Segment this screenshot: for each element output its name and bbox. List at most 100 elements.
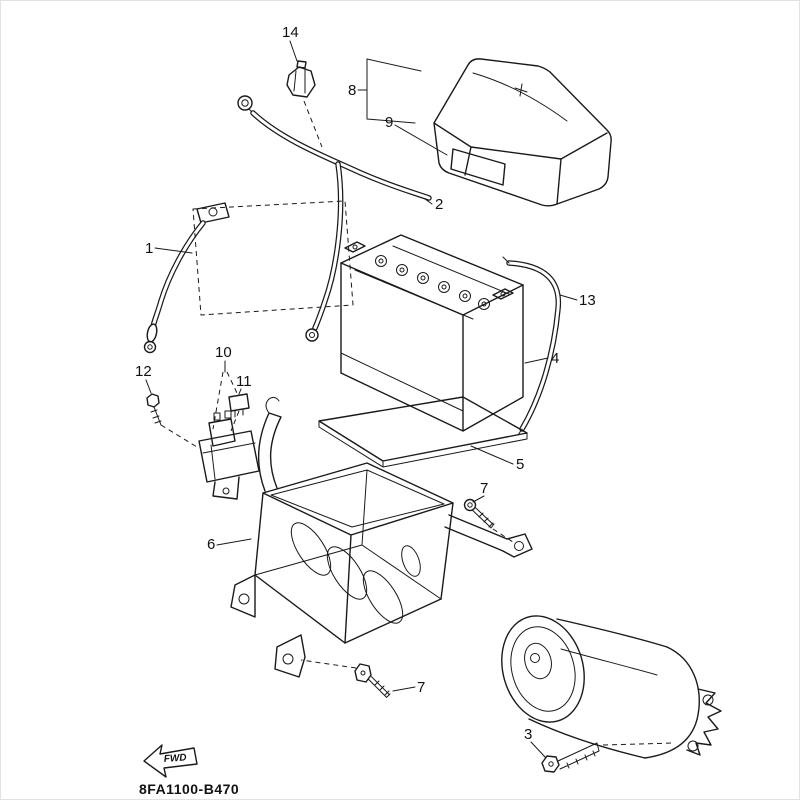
relay-upper-block — [208, 418, 236, 447]
cell-cap — [438, 281, 450, 293]
part-labels: 14 8 9 2 1 13 4 5 12 10 11 6 7 7 3 — [135, 24, 596, 743]
screw7a-head-center — [467, 502, 473, 508]
leader-12 — [145, 379, 152, 394]
tray-walls — [254, 492, 454, 644]
fwd-arrow-label: FWD — [163, 752, 186, 765]
battery-cover — [433, 58, 612, 207]
cover-recess — [450, 148, 506, 186]
tray-foot-hole — [282, 653, 294, 665]
assembly-dashed-lines — [160, 100, 674, 746]
battery-edges — [340, 262, 524, 432]
tray-slot-3 — [362, 570, 404, 624]
positive-battery-cable — [237, 95, 432, 342]
part-label-13: 13 — [579, 292, 596, 309]
cover-ridge — [472, 72, 568, 122]
cover-top-edge — [433, 122, 608, 160]
bolt3-shaft — [557, 742, 600, 770]
cable1-run-core — [151, 221, 205, 329]
relay-terminal-a — [213, 412, 221, 421]
bolt3-head-center — [548, 761, 554, 767]
screw-7-lower — [354, 663, 391, 698]
tray-slot-1 — [290, 522, 332, 576]
part-label-5: 5 — [516, 456, 524, 473]
cable1-group-box — [192, 200, 354, 316]
tray-right-tab — [502, 533, 533, 558]
part-label-1: 1 — [145, 240, 153, 257]
cell-cap-dot — [441, 284, 447, 290]
battery-level-line — [340, 352, 464, 412]
motor-ear-hole-top — [702, 694, 714, 706]
screw7b-head-center — [360, 670, 366, 676]
part-label-2: 2 — [435, 196, 443, 213]
leader-9 — [394, 124, 448, 156]
cell-cap — [478, 298, 490, 310]
dash-10-to-11 — [226, 371, 238, 394]
battery-cap-strip — [354, 245, 510, 320]
part-label-14: 14 — [282, 24, 299, 41]
tray-interior — [254, 469, 442, 600]
part-label-9: 9 — [385, 114, 393, 131]
leader-11 — [238, 388, 242, 395]
cable-clamp-14 — [286, 60, 316, 98]
tray-slot-2 — [326, 546, 368, 600]
part-label-4: 4 — [551, 350, 559, 367]
clamp-detail — [293, 69, 306, 94]
tray-left-arm-hook — [265, 396, 280, 414]
tray-left-flange-hole — [238, 593, 250, 605]
part-label-7-lower: 7 — [417, 679, 425, 696]
dash-11-to-relay — [230, 410, 240, 432]
band-run-core — [507, 261, 560, 431]
band-hook-top — [502, 256, 510, 264]
cable2-branch-core — [313, 162, 343, 330]
dash-7a-to-tab — [492, 528, 514, 543]
part-label-7-upper: 7 — [480, 480, 488, 497]
tray-left-arm — [257, 412, 282, 492]
cell-cap — [417, 272, 429, 284]
dash-14-to-cable — [303, 100, 323, 148]
leader-4 — [524, 357, 549, 364]
part-11-legs — [234, 408, 244, 418]
plate-top — [318, 396, 528, 462]
motor-flange-fingers — [686, 688, 722, 756]
cell-cap-dot — [378, 258, 384, 264]
motor-drive-end — [644, 646, 700, 759]
dash-7b-to-foot — [300, 659, 357, 669]
leader-2 — [424, 198, 433, 205]
cell-cap — [396, 264, 408, 276]
part-label-8: 8 — [348, 82, 356, 99]
cable1-boot — [146, 323, 158, 343]
cable1-run — [150, 220, 206, 330]
cable2-ring-hole — [241, 99, 249, 107]
dash-12-to-relay — [160, 424, 198, 448]
tray-right-tab-hole — [514, 541, 524, 551]
diagram-code: 8FA1100-B470 — [139, 781, 239, 797]
battery-plate — [318, 396, 528, 468]
part-label-12: 12 — [135, 363, 152, 380]
cable2-run-core — [251, 111, 431, 200]
cell-cap — [459, 290, 471, 302]
leader-7-lower — [392, 686, 416, 692]
cable1-ring-hole — [147, 344, 153, 350]
cable1-terminal-hole — [208, 207, 218, 217]
screw7a-head — [463, 498, 477, 512]
battery-cell-caps — [375, 255, 490, 310]
cell-cap — [375, 255, 387, 267]
cover-right-edge — [556, 158, 562, 205]
fwd-arrow-shape — [143, 744, 198, 778]
cable2-lower-ring-hole — [309, 332, 315, 338]
negative-terminal-bolt — [500, 291, 506, 297]
dash-3-to-motor — [602, 742, 674, 746]
leader-14 — [289, 40, 298, 62]
battery-positive-terminal — [344, 241, 366, 253]
motor-body-seam — [560, 648, 658, 676]
cover-plus-mark — [514, 83, 528, 97]
bolt3-hex-head — [541, 755, 560, 773]
motor-end-cap-inner — [510, 626, 576, 712]
screw7b-hex-head — [354, 663, 372, 683]
tray-rim-inner — [270, 469, 445, 528]
part-label-10: 10 — [215, 344, 232, 361]
leader-6 — [216, 538, 252, 546]
dash-10-to-relay — [212, 371, 224, 430]
relay-bracket — [212, 476, 240, 500]
battery — [340, 234, 524, 432]
